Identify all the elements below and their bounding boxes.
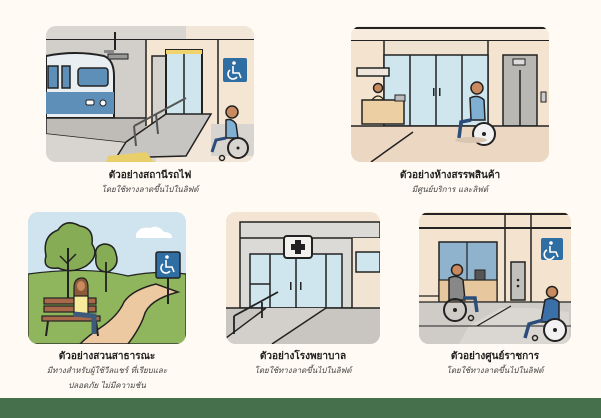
person-sitting-icon [73, 277, 97, 334]
accessibility-sign-icon [223, 58, 247, 82]
accessibility-sign-icon [155, 251, 181, 304]
train-station-illustration [46, 26, 254, 162]
government-center-illustration [419, 212, 571, 344]
accessibility-sign-icon [541, 238, 563, 261]
elevator-icon [502, 54, 547, 127]
bench-icon [41, 297, 101, 337]
card-subtitle: โดยใช้ทางลาดขึ้นไปในลิฟต์ [101, 185, 199, 194]
tree-icon [44, 222, 118, 302]
card-title: ตัวอย่างห้างสรรพสินค้า [399, 170, 501, 181]
train-icon [46, 52, 115, 119]
wheelchair-user-icon [523, 285, 567, 342]
wheelchair-user-icon [455, 81, 496, 146]
card-subtitle-line-1: มีทางสำหรับผู้ใช้วีลแชร์ ที่เรียบและ [46, 366, 168, 375]
hospital-illustration [226, 212, 380, 344]
card-title: ตัวอย่างสวนสาธารณะ [58, 351, 156, 362]
path-icon [78, 283, 181, 344]
ramp-icon [106, 97, 213, 162]
ramp-icon [226, 291, 327, 344]
service-counter-icon [438, 241, 498, 303]
wheelchair-user-icon [210, 105, 249, 162]
glass-doors-icon [249, 253, 343, 309]
card-title: ตัวอย่างศูนย์ราชการ [450, 351, 540, 362]
card-subtitle: โดยใช้ทางลาดขึ้นไปในลิฟต์ [254, 366, 352, 375]
medical-cross-icon [283, 235, 313, 259]
reception-desk-icon [356, 67, 406, 125]
footer-bar [0, 398, 601, 418]
card-subtitle: โดยใช้ทางลาดขึ้นไปในลิฟต์ [446, 366, 544, 375]
card-title: ตัวอย่างโรงพยาบาล [259, 351, 347, 362]
mall-illustration [351, 26, 549, 162]
card-title: ตัวอย่างสถานีรถไฟ [108, 170, 192, 181]
elevator-icon [510, 261, 526, 301]
wheelchair-user-icon [443, 263, 479, 322]
card-subtitle-line-2: ปลอดภัย ไม่มีความชัน [68, 381, 146, 390]
card-subtitle: มีศูนย์บริการ และลิฟต์ [411, 185, 489, 194]
park-illustration [28, 212, 186, 344]
